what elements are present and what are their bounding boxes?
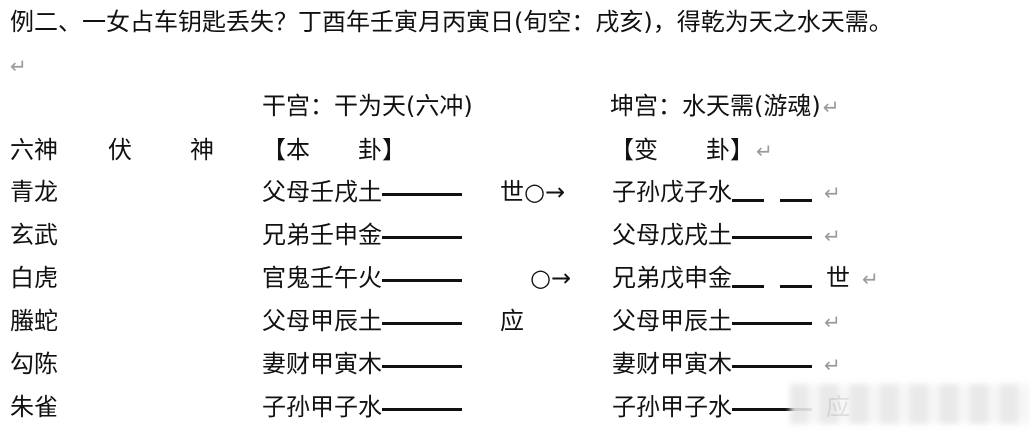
liushen-name: 白虎 (10, 264, 58, 292)
yang-line (732, 321, 812, 325)
bian-gua-yao-text: 父母甲辰土 (612, 307, 732, 335)
yang-line (382, 364, 462, 368)
ben-gua-line: 妻财甲寅木 (262, 348, 462, 380)
bian-gua-yao-text: 父母戊戌土 (612, 221, 732, 249)
paragraph-mark: ↵ (824, 310, 841, 334)
bian-gua-line: 父母甲辰土 ↵ (612, 305, 841, 338)
yang-line (382, 235, 462, 239)
shi-ying-mark: ○→ (530, 264, 572, 292)
header-biangua-text: 【变 卦】 (610, 136, 754, 164)
shi-ying-mark: 世○→ (500, 178, 566, 206)
bian-gua-line: 兄弟戊申金 世 ↵ (612, 262, 879, 296)
bian-gua-line: 父母戊戌土 ↵ (612, 219, 841, 252)
header-fushen-2: 神 (190, 136, 214, 164)
bian-gua-yao-text: 妻财甲寅木 (612, 350, 732, 378)
yang-line (382, 321, 462, 325)
palace-left: 干宫：干为天(六冲) (262, 92, 473, 120)
liushen-name: 朱雀 (10, 393, 58, 421)
yang-line (382, 407, 462, 411)
palace-right: 坤宫：水天需(游魂)↵ (610, 90, 840, 123)
ben-gua-yao-text: 父母甲辰土 (262, 307, 382, 335)
ben-gua-line: 兄弟壬申金 (262, 219, 462, 251)
paragraph-mark: ↵ (824, 224, 841, 248)
paragraph-mark: ↵ (862, 267, 879, 291)
bian-gua-line: 子孙戊子水 ↵ (612, 176, 841, 210)
liushen-name: 青龙 (10, 178, 58, 206)
watermark-blur (790, 384, 1030, 424)
yin-line-segment (732, 199, 764, 202)
paragraph-mark: ↵ (10, 54, 27, 78)
liushen-name: 勾陈 (10, 350, 58, 378)
bian-gua-yao-text: 子孙戊子水 (612, 178, 732, 206)
yin-line-segment (732, 285, 764, 288)
paragraph-mark: ↵ (756, 139, 773, 163)
ben-gua-yao-text: 父母壬戌土 (262, 178, 382, 206)
ben-gua-line: 官鬼壬午火 (262, 262, 462, 294)
ben-gua-yao-text: 妻财甲寅木 (262, 350, 382, 378)
shi-ying-mark: 应 (500, 307, 524, 335)
bian-gua-line: 妻财甲寅木 ↵ (612, 348, 841, 381)
yang-line (382, 278, 462, 282)
header-liushen: 六神 (10, 136, 58, 164)
header-biangua: 【变 卦】↵ (610, 134, 773, 167)
yang-line (732, 235, 812, 239)
palace-right-text: 坤宫：水天需(游魂) (610, 92, 821, 120)
header-bengua: 【本 卦】 (262, 136, 406, 164)
ben-gua-yao-text: 官鬼壬午火 (262, 264, 382, 292)
yin-line (732, 178, 812, 210)
yin-line (732, 264, 812, 296)
bian-gua-yao-text: 子孙甲子水 (612, 393, 732, 421)
ben-gua-line: 子孙甲子水 (262, 391, 462, 423)
liushen-name: 玄武 (10, 221, 58, 249)
shi-ying-mark: 世 (826, 264, 850, 292)
ben-gua-yao-text: 子孙甲子水 (262, 393, 382, 421)
yang-line (732, 364, 812, 368)
paragraph-mark: ↵ (822, 95, 840, 119)
ben-gua-yao-text: 兄弟壬申金 (262, 221, 382, 249)
ben-gua-line: 父母甲辰土 (262, 305, 462, 337)
header-fushen-1: 伏 (108, 136, 132, 164)
yin-line-segment (780, 199, 812, 202)
paragraph-mark: ↵ (824, 353, 841, 377)
yang-line (382, 192, 462, 196)
paragraph-mark: ↵ (824, 181, 841, 205)
yin-line-segment (780, 285, 812, 288)
bian-gua-yao-text: 兄弟戊申金 (612, 264, 732, 292)
yang-line (732, 407, 812, 411)
liushen-name: 螣蛇 (10, 307, 58, 335)
document-title: 例二、一女占车钥匙丢失？丁酉年壬寅月丙寅日(旬空：戌亥)，得乾为天之水天需。 (10, 8, 893, 36)
ben-gua-line: 父母壬戌土 (262, 176, 462, 208)
